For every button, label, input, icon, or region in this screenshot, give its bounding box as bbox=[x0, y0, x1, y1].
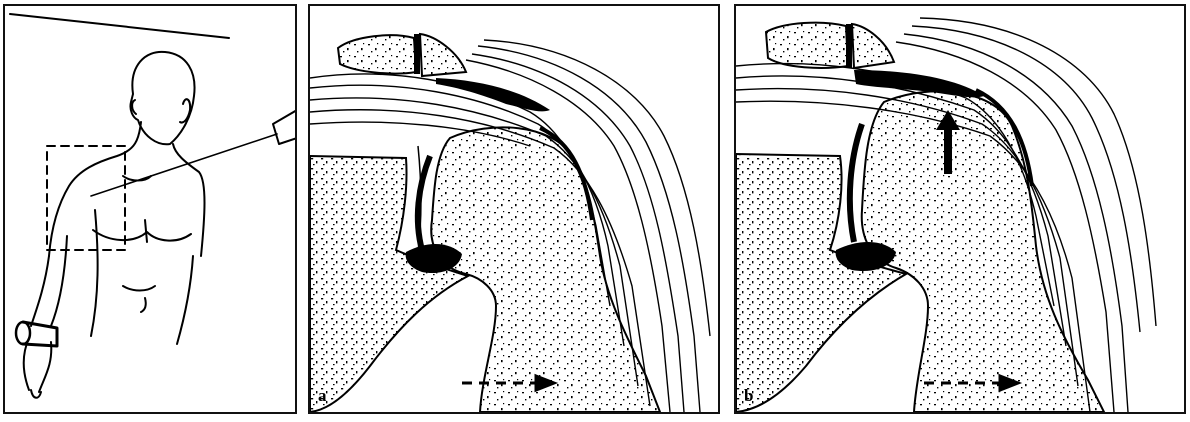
patient-positioning-panel bbox=[3, 4, 297, 414]
shoulder-section-b: b bbox=[734, 4, 1186, 414]
left-shoulder bbox=[49, 122, 141, 256]
wrist-weight bbox=[16, 322, 30, 344]
reference-line bbox=[10, 14, 229, 38]
panel-label-a: a bbox=[318, 386, 327, 406]
left-arm bbox=[31, 256, 49, 326]
shoulder-section-a: a bbox=[308, 4, 720, 414]
shoulder-anatomy-b bbox=[736, 6, 1184, 412]
ultrasound-beam-line bbox=[91, 134, 277, 196]
ultrasound-probe bbox=[273, 110, 295, 144]
image-field-outline bbox=[47, 146, 125, 250]
panel-label-b: b bbox=[744, 386, 753, 406]
patient-illustration bbox=[5, 6, 295, 412]
shoulder-anatomy-a bbox=[310, 6, 718, 412]
